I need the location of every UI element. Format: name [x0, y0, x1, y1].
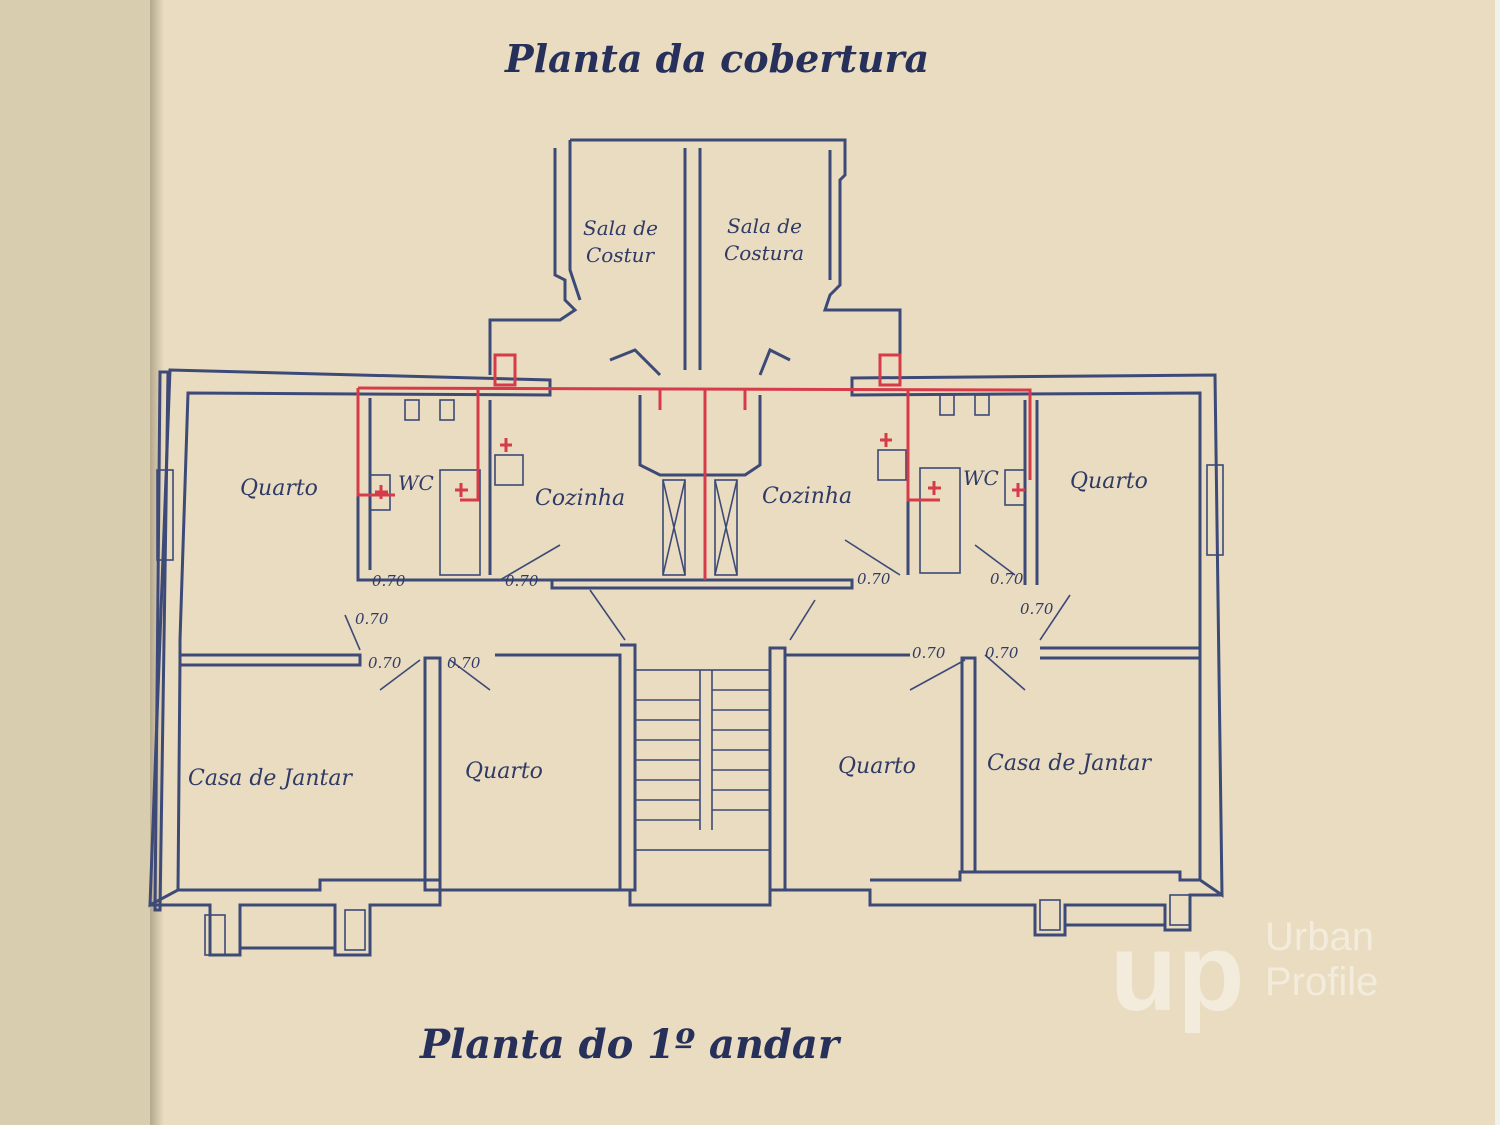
dim-label: 0.70 [355, 610, 389, 628]
room-label-sala-left-2: Costur [586, 243, 656, 267]
window-bottom-right-1 [1039, 899, 1061, 931]
door-wc-left [439, 469, 481, 576]
outer-walls [148, 368, 1224, 957]
room-label-cozinha-left: Cozinha [535, 486, 625, 511]
window-left [156, 469, 174, 561]
room-label-quarto-top-right: Quarto [1070, 469, 1148, 494]
duct-left [662, 479, 686, 576]
dim-label: 0.70 [990, 570, 1024, 588]
dim-label: 0.70 [912, 644, 946, 662]
watermark-line1: Urban [1265, 915, 1374, 959]
staircase [634, 669, 771, 851]
dim-label: 0.70 [368, 654, 402, 672]
watermark-logo: up [1110, 911, 1244, 1034]
duct-right [714, 479, 738, 576]
fixtures [369, 394, 1026, 511]
room-label-casa-jantar-left: Casa de Jantar [188, 766, 354, 791]
room-label-sala-right-1: Sala de [727, 214, 802, 238]
watermark: up Urban Profile [1110, 911, 1378, 1034]
dim-label: 0.70 [985, 644, 1019, 662]
room-label-wc-left: WC [398, 471, 434, 495]
room-label-sala-right-2: Costura [724, 241, 804, 265]
dim-label: 0.70 [1020, 600, 1054, 618]
room-label-quarto-bottom-left: Quarto [465, 759, 543, 784]
interior-walls [180, 395, 1202, 892]
window-right [1206, 464, 1224, 556]
dim-label: 0.70 [447, 654, 481, 672]
room-label-sala-left-1: Sala de [583, 216, 658, 240]
window-bottom-left-1 [204, 914, 226, 956]
watermark-line2: Profile [1265, 960, 1378, 1004]
door-wc-right [919, 467, 961, 574]
dim-label: 0.70 [857, 570, 891, 588]
paper [150, 0, 1495, 1125]
room-label-wc-right: WC [963, 466, 999, 490]
dim-label: 0.70 [372, 572, 406, 590]
sewing-rooms-walls [488, 138, 902, 377]
plumbing-lines [356, 353, 1032, 580]
window-bottom-right-2 [1169, 894, 1191, 926]
window-bottom-left-2 [344, 909, 366, 951]
door-swings [344, 539, 1071, 691]
room-label-quarto-bottom-right: Quarto [838, 754, 916, 779]
dim-label: 0.70 [505, 572, 539, 590]
room-label-cozinha-right: Cozinha [762, 484, 852, 509]
title-top: Planta da cobertura [504, 36, 929, 81]
room-label-casa-jantar-right: Casa de Jantar [987, 751, 1153, 776]
door-dimensions: 0.70 0.70 0.70 0.70 0.70 0.70 0.70 0.70 … [355, 570, 1054, 672]
room-label-quarto-top-left: Quarto [240, 476, 318, 501]
title-bottom: Planta do 1º andar [419, 1021, 842, 1068]
